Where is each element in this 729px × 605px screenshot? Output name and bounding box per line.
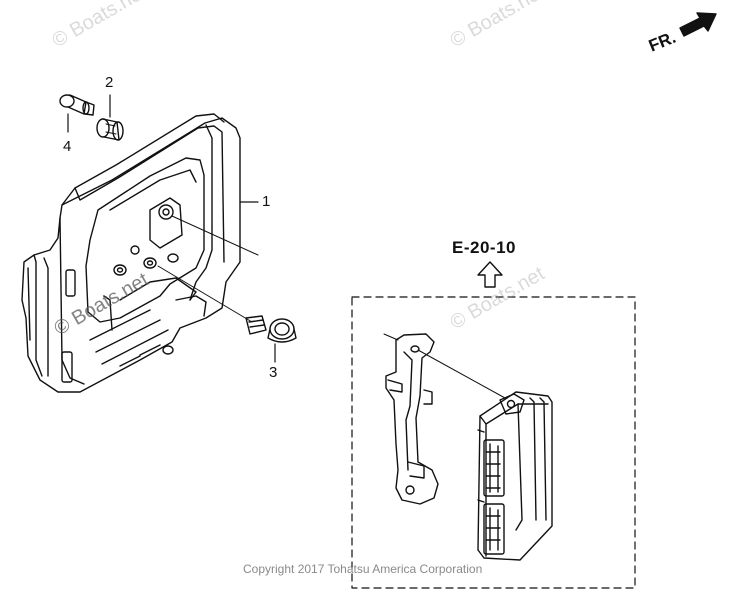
reference-label[interactable]: E-20-10 (452, 238, 516, 257)
control-unit-part (417, 349, 553, 561)
copyright-text: Copyright 2017 Tohatsu America Corporati… (243, 562, 483, 576)
callout-1: 1 (262, 193, 271, 210)
grommet-part (96, 94, 124, 141)
bolt-part (59, 94, 95, 133)
sub-assembly-box (351, 296, 636, 589)
reference-arrow-icon (477, 261, 503, 288)
bracket-part (21, 113, 259, 393)
front-arrow-icon (679, 12, 717, 37)
callout-2: 2 (105, 74, 114, 91)
screw-part (157, 265, 297, 363)
mounting-plate-part (383, 333, 439, 505)
callout-3: 3 (269, 364, 278, 381)
callout-4: 4 (63, 138, 72, 155)
